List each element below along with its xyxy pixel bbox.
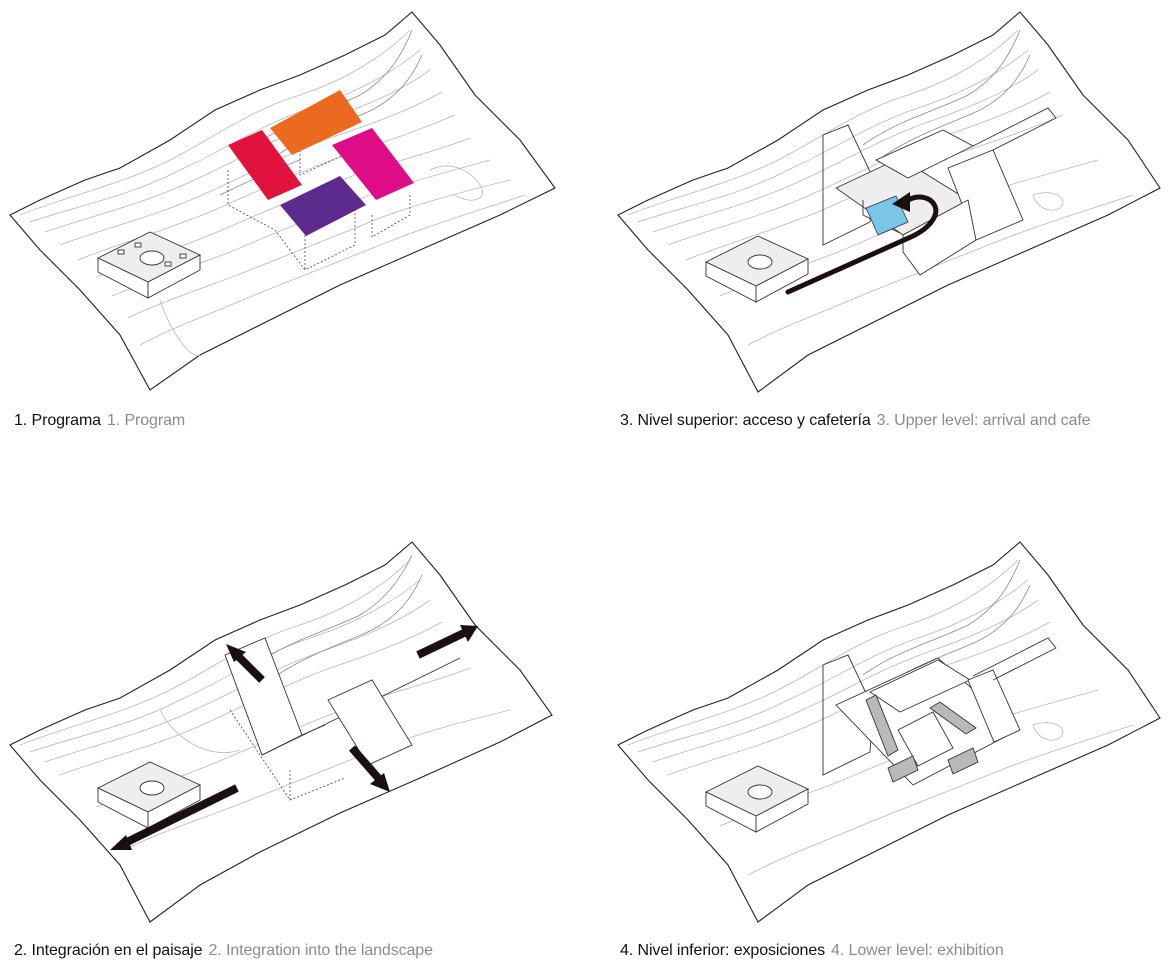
existing-building: [704, 765, 810, 833]
arrow-southeast: [348, 745, 390, 792]
caption-upper-level-es: Nivel superior: acceso y cafetería: [637, 412, 871, 429]
caption-lower-level-es: Nivel inferior: exposiciones: [637, 942, 826, 959]
program-magenta-block: [332, 128, 414, 200]
caption-landscape-es: Integración en el paisaje: [31, 942, 203, 959]
existing-building: [96, 761, 202, 829]
caption-lower-level-en: 4. Lower level: exhibition: [831, 942, 1004, 959]
site-model-lower-level: [617, 541, 1161, 923]
caption-upper-level-en: 3. Upper level: arrival and cafe: [876, 412, 1091, 429]
arrow-northwest: [226, 644, 265, 683]
program-purple-block: [280, 176, 366, 236]
program-volumes: [227, 90, 414, 271]
arrow-southwest: [110, 784, 239, 850]
arrival-arrowhead: [892, 192, 910, 212]
existing-building: [96, 231, 202, 299]
existing-building: [704, 235, 810, 303]
program-red-block: [228, 130, 302, 200]
caption-program-en: 1. Program: [106, 412, 186, 429]
arrow-northeast: [416, 625, 478, 659]
program-orange-block: [270, 90, 362, 155]
upper-level-structure: [785, 107, 1057, 295]
terrain-outline: [9, 11, 556, 391]
site-model-upper-level: [617, 11, 1161, 393]
landscape-arrows: [110, 625, 478, 850]
caption-program-es: Programa: [31, 412, 102, 429]
lower-level-structure: [822, 637, 1057, 786]
caption-landscape-en: 2. Integration into the landscape: [208, 942, 433, 959]
terrain-group: [9, 11, 556, 391]
site-model-program: [9, 11, 556, 391]
site-model-landscape: [9, 541, 553, 923]
